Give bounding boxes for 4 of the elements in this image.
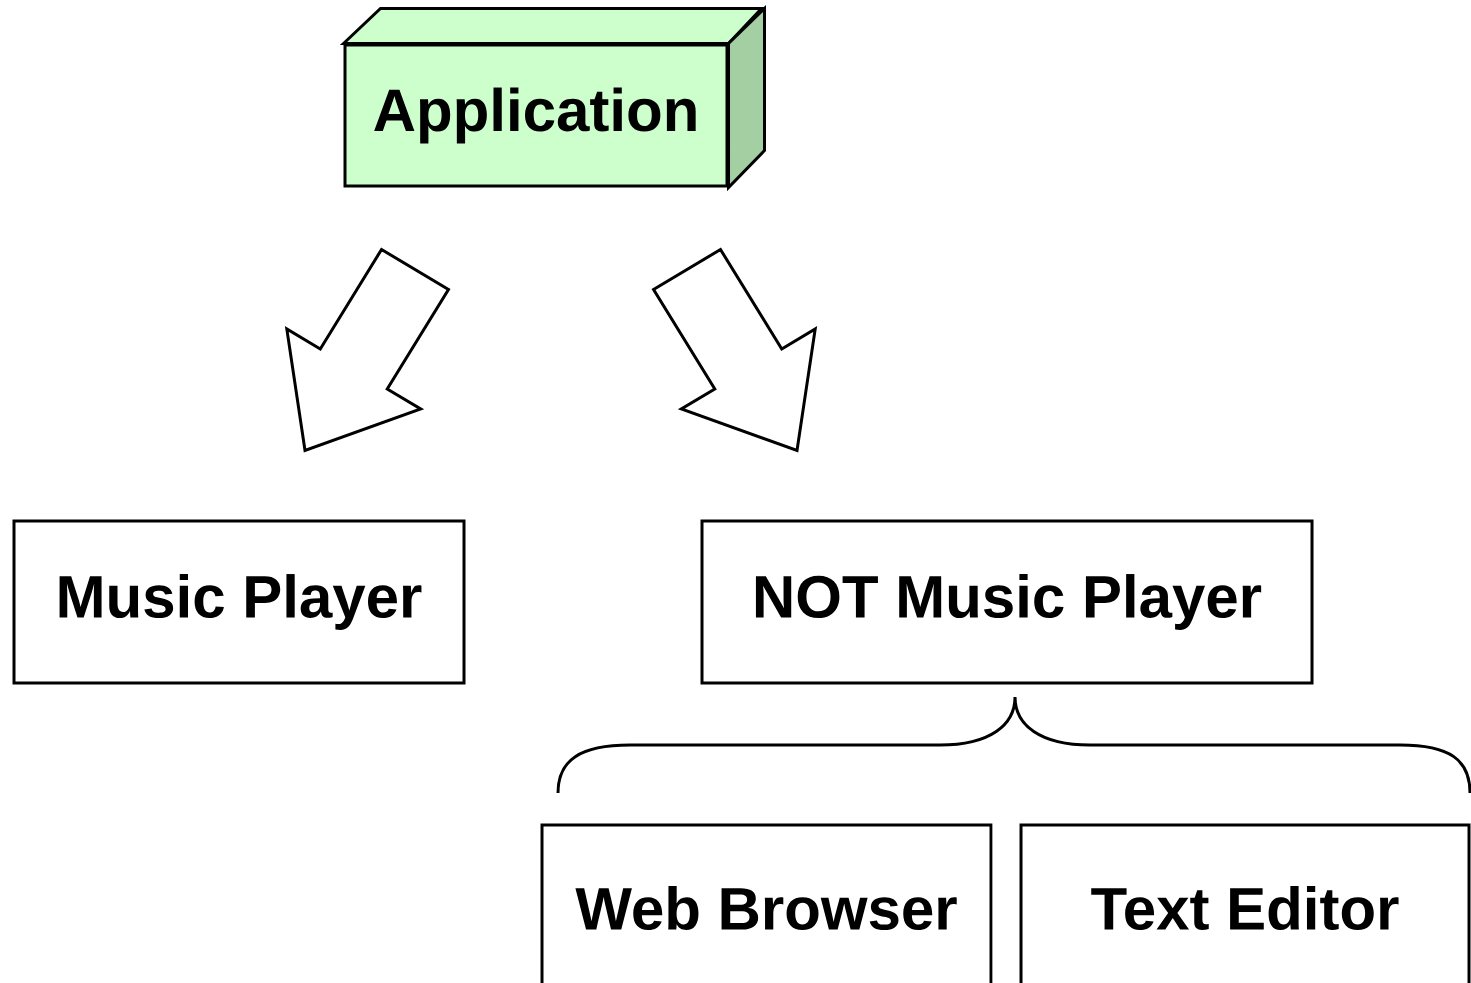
process-box: Web Browser	[540, 823, 993, 983]
process-box: Music Player	[12, 519, 466, 685]
process-box: NOT Music Player	[700, 519, 1314, 685]
process-box: Text Editor	[1019, 823, 1471, 983]
